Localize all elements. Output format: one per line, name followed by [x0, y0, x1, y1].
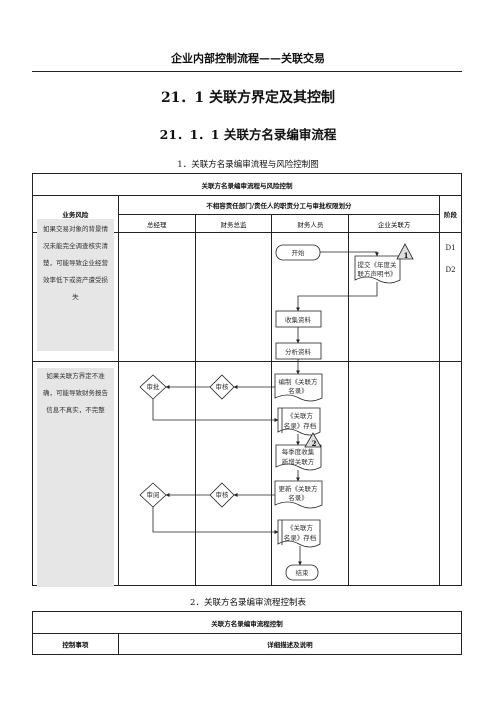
risk-text-2: 如果关联方界定不准确，可能导致财务报告信息不真实，不完整	[43, 372, 108, 414]
end-node	[285, 564, 319, 581]
header-divider	[32, 71, 462, 72]
update-label-2: 名录》	[288, 493, 308, 502]
section-heading: 21．1 关联方界定及其控制	[160, 90, 336, 106]
end-label: 结束	[296, 568, 310, 577]
control-point-2-marker	[304, 432, 322, 448]
control-point-1-marker	[396, 243, 414, 260]
marker-2-label: 2	[312, 439, 317, 448]
start-node	[275, 244, 321, 261]
subsection-heading: 21．1．1 关联方名录编审流程	[159, 127, 337, 142]
table-caption: 2．关联方名录编审流程控制表	[190, 598, 306, 608]
newrel-label-1: 每季度收集	[282, 447, 315, 456]
start-label: 开始	[292, 248, 306, 257]
archive1-label-2: 名录》存档	[284, 421, 317, 430]
archive2-label-2: 名录》存档	[284, 533, 317, 542]
stage-d2: D2	[445, 266, 456, 274]
control-item-header: 控制事项	[32, 633, 119, 655]
marker-1-label: 1	[404, 251, 409, 260]
document-header: 企业内部控制流程——关联交易	[171, 52, 325, 65]
new-related-party-node	[275, 444, 322, 471]
compile-list-node	[274, 373, 323, 402]
risk-box-1: 如果交易对象的背景情况未能完全调查核实清楚，可能导致企业经营效率低下或资产遭受损…	[37, 219, 114, 351]
compile-label-1: 编制《关联方	[279, 377, 319, 386]
gm-approve-label: 审批	[147, 382, 161, 391]
cfo-review-diamond-1	[209, 374, 235, 400]
archive2-label-1: 《关联方	[287, 523, 314, 532]
archive-list-1-node	[277, 407, 321, 436]
submit-label-2: 联方声明书》	[358, 269, 397, 278]
control-table-title: 关联方名录编审流程控制	[32, 611, 462, 634]
compile-label-2: 名录》	[288, 386, 308, 395]
submit-declaration-node	[354, 255, 401, 284]
update-label-1: 更新《关联方	[279, 484, 319, 493]
cfo-review-label-2: 审核	[216, 490, 230, 499]
archive-list-2-node	[277, 519, 321, 548]
risk-text-1: 如果交易对象的背景情况未能完全调查核实清楚，可能导致企业经营效率低下或资产遭受损…	[43, 225, 108, 301]
newrel-label-2: 新增关联方	[282, 457, 315, 466]
cfo-review-diamond-2	[209, 482, 235, 508]
control-table: 关联方名录编审流程控制 控制事项 详细描述及说明	[32, 611, 463, 655]
gm-read-label: 审阅	[147, 490, 160, 499]
submit-label-1: 提交《年度关	[358, 260, 398, 269]
control-desc-header: 详细描述及说明	[117, 633, 463, 655]
archive1-label-1: 《关联方	[287, 411, 314, 420]
stage-d1: D1	[445, 244, 456, 252]
collect-label: 收集资料	[285, 315, 312, 324]
analyze-label: 分析资料	[285, 347, 312, 356]
cfo-review-label-1: 审核	[216, 382, 230, 391]
risk-box-2: 如果关联方界定不准确，可能导致财务报告信息不真实，不完整	[37, 368, 114, 587]
figure-caption: 1．关联方名录编审流程与风险控制图	[177, 160, 319, 170]
update-list-node	[274, 480, 323, 509]
